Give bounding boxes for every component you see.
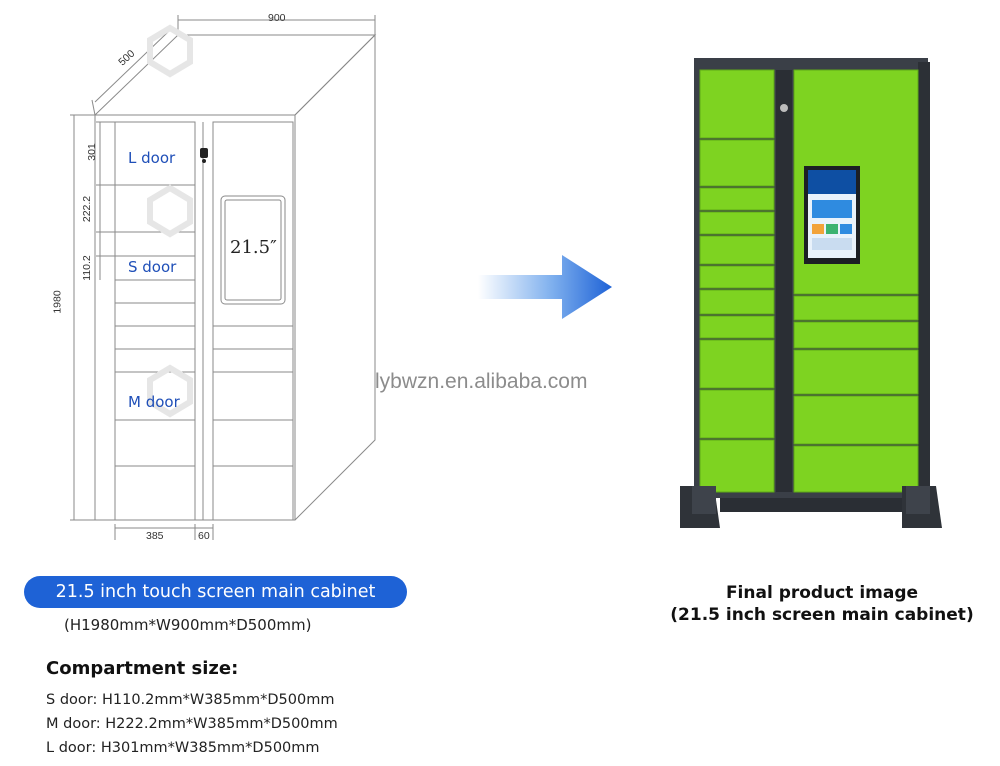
s-door-size: S door: H110.2mm*W385mm*D500mm	[46, 692, 335, 708]
compartment-size-title: Compartment size:	[46, 658, 239, 679]
width-dimension: 900	[268, 12, 286, 24]
final-product-title: Final product image	[725, 583, 919, 603]
l-door-dimension: 301	[85, 143, 98, 161]
m-door-dimension: 222.2	[81, 195, 94, 223]
right-arrow-icon	[478, 255, 612, 319]
technical-drawing: 900 500 1980 301 222.2 110.2 385 60 L do…	[0, 0, 400, 560]
s-door-label: S door	[128, 258, 177, 276]
screen-size-label: 21.5″	[230, 237, 277, 258]
main-cabinet-dimensions: (H1980mm*W900mm*D500mm)	[64, 616, 312, 634]
l-door-label: L door	[128, 149, 176, 167]
locker-cabinet-render	[680, 58, 942, 528]
main-cabinet-badge: 21.5 inch touch screen main cabinet	[24, 576, 407, 608]
watermark-logo	[147, 24, 193, 418]
m-door-label: M door	[128, 393, 180, 411]
product-image	[680, 58, 942, 536]
height-dimension: 1980	[51, 290, 64, 314]
watermark-url: lybwzn.en.alibaba.com	[375, 370, 588, 393]
cabinet-line-drawing	[70, 15, 377, 540]
s-door-dimension: 110.2	[80, 255, 93, 281]
divider-dimension: 60	[198, 530, 210, 542]
l-door-size: L door: H301mm*W385mm*D500mm	[46, 740, 320, 756]
lock-icon	[200, 148, 208, 163]
final-product-subtitle: (21.5 inch screen main cabinet)	[670, 605, 974, 625]
m-door-size: M door: H222.2mm*W385mm*D500mm	[46, 716, 338, 732]
column-width-dimension: 385	[146, 530, 164, 542]
final-product-caption: Final product image (21.5 inch screen ma…	[650, 582, 994, 626]
